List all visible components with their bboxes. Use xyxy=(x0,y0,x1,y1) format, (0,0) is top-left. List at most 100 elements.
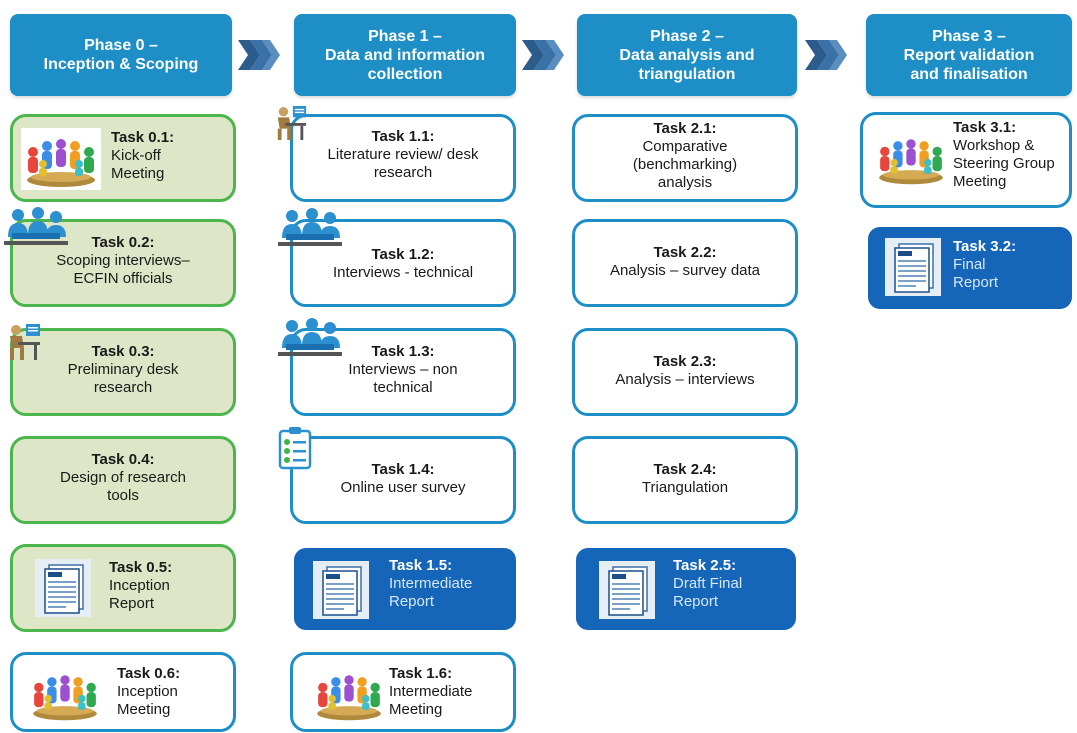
phase-1-line2: Data and information xyxy=(324,46,485,64)
task-title: Task 0.3: xyxy=(91,343,155,360)
task-desc: Analysis – survey data xyxy=(609,262,761,279)
phase-2-header: Phase 2 – Data analysis and triangulatio… xyxy=(577,14,797,96)
task-desc: Scoping interviews– xyxy=(56,252,190,269)
interview-people-icon xyxy=(278,208,342,250)
meeting-people-icon xyxy=(27,665,103,723)
task-0-5-box: Task 0.5: Inception Report xyxy=(10,544,236,632)
task-desc: Meeting xyxy=(389,701,443,718)
task-desc: Report xyxy=(109,595,155,612)
task-0-6-box: Task 0.6: Inception Meeting xyxy=(10,652,236,732)
report-document-icon xyxy=(313,561,369,619)
interview-people-icon xyxy=(4,207,68,249)
task-desc: analysis xyxy=(657,174,713,191)
task-desc: Final xyxy=(953,256,986,273)
task-desc: research xyxy=(93,379,153,396)
meeting-people-icon xyxy=(873,129,949,187)
task-title: Task 1.2: xyxy=(371,246,435,263)
phase-2-line1: Phase 2 – xyxy=(650,27,724,45)
desk-worker-icon xyxy=(274,104,308,142)
task-2-3-box: Task 2.3: Analysis – interviews xyxy=(572,328,798,416)
task-0-1-box: Task 0.1: Kick-off Meeting xyxy=(10,114,236,202)
phase-3-line3: and finalisation xyxy=(910,65,1028,83)
phase-0-line1: Phase 0 – xyxy=(84,37,158,54)
task-1-5-box: Task 1.5: Intermediate Report xyxy=(294,548,516,630)
task-title: Task 1.6: xyxy=(389,665,453,682)
phase-3-line2: Report validation xyxy=(903,46,1035,64)
report-document-icon xyxy=(35,559,91,617)
task-title: Task 1.5: xyxy=(389,557,453,574)
chevron-arrow-icon xyxy=(238,34,282,76)
task-title: Task 1.4: xyxy=(371,461,435,478)
task-desc: Meeting xyxy=(953,173,1007,190)
task-desc: Online user survey xyxy=(340,479,466,496)
task-desc: Intermediate xyxy=(389,683,473,700)
task-title: Task 1.1: xyxy=(371,128,435,145)
phase-1-header: Phase 1 – Data and information collectio… xyxy=(294,14,516,96)
task-desc: tools xyxy=(107,487,139,504)
task-desc: Intermediate xyxy=(389,575,473,592)
report-document-icon xyxy=(885,238,941,296)
phase-3-line1: Phase 3 – xyxy=(932,27,1006,45)
task-3-1-box: Task 3.1: Workshop & Steering Group Meet… xyxy=(860,112,1072,208)
task-1-3-box: Task 1.3: Interviews – non technical xyxy=(290,328,516,416)
task-title: Task 2.1: xyxy=(653,120,717,137)
task-desc: Report xyxy=(953,274,999,291)
task-desc: Report xyxy=(389,593,435,610)
task-desc: Inception xyxy=(109,577,170,594)
task-desc: ECFIN officials xyxy=(73,270,173,287)
task-desc: Meeting xyxy=(117,701,171,718)
task-3-2-box: Task 3.2: Final Report xyxy=(868,227,1072,309)
task-desc: Draft Final xyxy=(673,575,743,592)
task-title: Task 0.6: xyxy=(117,665,181,682)
task-2-1-box: Task 2.1: Comparative (benchmarking) ana… xyxy=(572,114,798,202)
task-title: Task 0.5: xyxy=(109,559,173,576)
phase-0-line2: Inception & Scoping xyxy=(43,56,199,73)
task-desc: Interviews – non xyxy=(348,361,458,378)
phase-2-line2: Data analysis and xyxy=(619,46,755,64)
task-2-4-box: Task 2.4: Triangulation xyxy=(572,436,798,524)
task-desc: technical xyxy=(373,379,433,396)
task-desc: Meeting xyxy=(111,165,165,182)
task-title: Task 2.3: xyxy=(653,353,717,370)
task-title: Task 3.1: xyxy=(953,119,1017,136)
task-title: Task 0.4: xyxy=(91,451,155,468)
meeting-people-icon xyxy=(311,665,387,723)
task-desc: Comparative xyxy=(642,138,728,155)
chevron-arrow-icon xyxy=(805,34,849,76)
task-title: Task 0.2: xyxy=(91,234,155,251)
task-1-6-box: Task 1.6: Intermediate Meeting xyxy=(290,652,516,732)
task-title: Task 1.3: xyxy=(371,343,435,360)
task-2-2-box: Task 2.2: Analysis – survey data xyxy=(572,219,798,307)
task-title: Task 0.1: xyxy=(111,129,175,146)
task-desc: Kick-off xyxy=(111,147,161,164)
task-desc: Interviews - technical xyxy=(332,264,474,281)
phase-2-line3: triangulation xyxy=(638,65,736,83)
task-0-4-box: Task 0.4: Design of research tools xyxy=(10,436,236,524)
task-2-5-box: Task 2.5: Draft Final Report xyxy=(576,548,796,630)
interview-people-icon xyxy=(278,318,342,360)
task-desc: Preliminary desk xyxy=(67,361,179,378)
task-desc: Analysis – interviews xyxy=(615,371,755,388)
phase-3-header: Phase 3 – Report validation and finalisa… xyxy=(866,14,1072,96)
task-1-4-box: Task 1.4: Online user survey xyxy=(290,436,516,524)
task-1-1-box: Task 1.1: Literature review/ desk resear… xyxy=(290,114,516,202)
phase-1-line3: collection xyxy=(367,65,443,83)
meeting-people-icon xyxy=(21,128,101,190)
task-title: Task 3.2: xyxy=(953,238,1017,255)
phase-0-header: Phase 0 – Inception & Scoping xyxy=(10,14,232,96)
chevron-arrow-icon xyxy=(522,34,566,76)
task-title: Task 2.2: xyxy=(653,244,717,261)
task-desc: Triangulation xyxy=(641,479,729,496)
task-desc: Report xyxy=(673,593,719,610)
desk-worker-icon xyxy=(6,322,42,362)
report-document-icon xyxy=(599,561,655,619)
task-desc: (benchmarking) xyxy=(632,156,738,173)
task-1-2-box: Task 1.2: Interviews - technical xyxy=(290,219,516,307)
task-desc: Steering Group xyxy=(953,155,1055,172)
task-desc: Literature review/ desk xyxy=(327,146,479,163)
task-desc: Inception xyxy=(117,683,178,700)
task-desc: Design of research xyxy=(60,469,186,486)
task-0-3-box: Task 0.3: Preliminary desk research xyxy=(10,328,236,416)
task-title: Task 2.4: xyxy=(653,461,717,478)
survey-clipboard-icon xyxy=(278,426,312,470)
